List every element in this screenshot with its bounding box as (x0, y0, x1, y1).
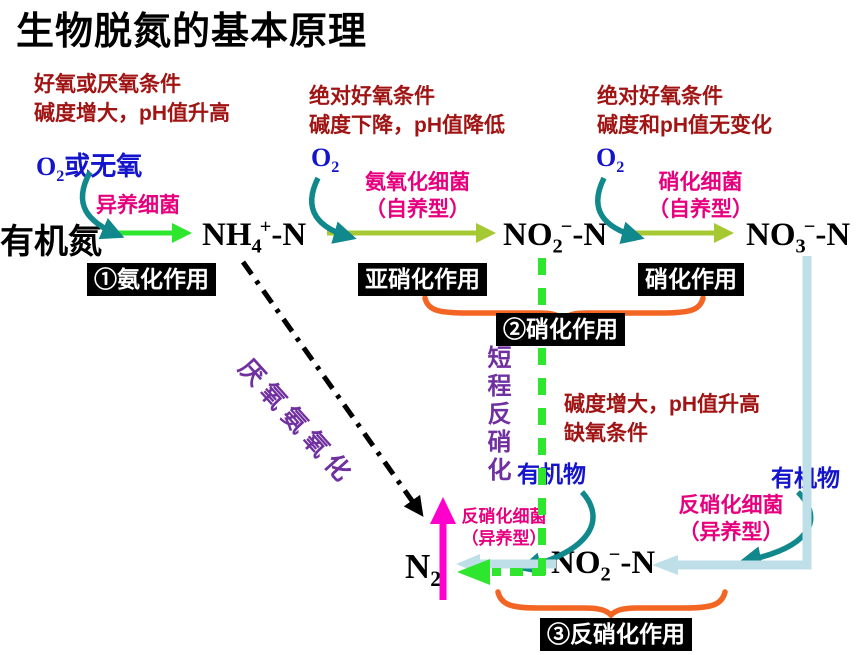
process-box-denitrification: ③反硝化作用 (540, 618, 692, 651)
denitrifying-bacteria-left-label: 反硝化细菌 （异养型） (450, 506, 558, 550)
page-title: 生物脱氮的基本原理 (16, 11, 368, 53)
formula-sub: 4 (251, 235, 262, 258)
bacteria-type: （异养型） (461, 529, 547, 548)
n2-label: N2 (405, 547, 441, 592)
o2-subscript: 2 (56, 168, 65, 186)
o2-label-nitratation: O2 (596, 143, 624, 177)
ammonia-oxidizing-bacteria-label: 氨氧化细菌 （自养型） (345, 169, 490, 223)
formula-sub: 3 (795, 235, 806, 258)
formula-base: NH (202, 217, 252, 253)
condition-line: 碱度和pH值无变化 (597, 114, 772, 137)
condition-line: 绝对好氧条件 (597, 85, 723, 108)
o2-symbol: O (311, 143, 332, 172)
condition-line: 绝对好氧条件 (309, 85, 435, 108)
heterotrophic-bacteria-label: 异养细菌 (96, 194, 180, 217)
organic-matter-right-label: 有机物 (771, 465, 840, 491)
anammox-label: 厌氧氨氧化 (232, 354, 361, 492)
shortcut-denitrification-label: 短程反硝化 (483, 345, 510, 485)
condition-line: 碱度增大，pH值升高 (34, 102, 230, 125)
condition-nitratation: 绝对好氧条件 碱度和pH值无变化 (597, 82, 772, 140)
or-anoxic-text: 或无氧 (64, 152, 143, 181)
no2-label: NO2−-N (503, 216, 607, 259)
bacteria-name: 反硝化细菌 (461, 507, 547, 526)
condition-line: 缺氧条件 (564, 422, 648, 445)
denitrification-brace (495, 589, 728, 619)
formula-sub: 2 (600, 563, 611, 586)
bacteria-name: 氨氧化细菌 (365, 171, 470, 194)
formula-sup: − (803, 216, 816, 238)
organic-matter-center-label: 有机物 (517, 461, 586, 487)
formula-suffix: -N (620, 545, 656, 581)
bacteria-type: （自养型） (648, 198, 753, 221)
formula-base: NO (746, 217, 796, 253)
condition-denitrification: 碱度增大，pH值升高 缺氧条件 (564, 390, 760, 448)
o2-subscript: 2 (616, 159, 625, 177)
condition-ammonification: 好氧或厌氧条件 碱度增大，pH值升高 (34, 70, 230, 128)
nitrate-bypass-arrowhead (652, 555, 678, 575)
process-box-nitrification: ②硝化作用 (496, 313, 625, 346)
formula-suffix: -N (271, 217, 307, 253)
formula-suffix: -N (815, 217, 851, 253)
bacteria-name: 硝化细菌 (658, 171, 743, 194)
formula-sup: − (560, 216, 573, 238)
condition-line: 碱度下降，pH值降低 (309, 114, 505, 137)
o2-symbol: O (596, 143, 617, 172)
nitrifying-bacteria-label: 硝化细菌 （自养型） (628, 169, 773, 223)
formula-base: N (405, 547, 431, 586)
organic-nitrogen-label: 有机氮 (0, 223, 102, 261)
condition-line: 碱度增大，pH值升高 (564, 393, 760, 416)
nitrite-to-n2-dashed-arrowhead (457, 559, 490, 585)
process-box-nitratation: 硝化作用 (638, 263, 744, 296)
condition-nitritation: 绝对好氧条件 碱度下降，pH值降低 (309, 82, 505, 140)
process-box-nitritation: 亚硝化作用 (358, 263, 487, 296)
formula-sub: 2 (430, 567, 442, 591)
condition-line: 好氧或厌氧条件 (34, 73, 181, 96)
bacteria-name: 反硝化细菌 (678, 494, 784, 517)
formula-sub: 2 (552, 235, 563, 258)
process-box-ammonification: ①氨化作用 (87, 263, 216, 296)
o2-label-nitritation: O2 (311, 143, 339, 177)
formula-suffix: -N (572, 217, 608, 253)
nitrite-to-n2-arrowhead (456, 554, 480, 574)
denitrifying-bacteria-right-label: 反硝化细菌 （异养型） (636, 492, 826, 546)
o2-or-anoxic-label: O2或无氧 (36, 146, 142, 186)
o2-symbol: O (36, 152, 57, 181)
nh4-label: NH4+-N (202, 216, 306, 259)
no3-label: NO3−-N (746, 216, 850, 259)
bacteria-type: （异养型） (678, 521, 784, 544)
formula-base: NO (551, 545, 601, 581)
bacteria-type: （自养型） (365, 198, 470, 221)
no2-bottom-label: NO2−-N (551, 544, 655, 587)
formula-base: NO (503, 217, 553, 253)
formula-sup: − (608, 544, 621, 566)
formula-sup: + (259, 216, 272, 238)
o2-subscript: 2 (331, 159, 340, 177)
